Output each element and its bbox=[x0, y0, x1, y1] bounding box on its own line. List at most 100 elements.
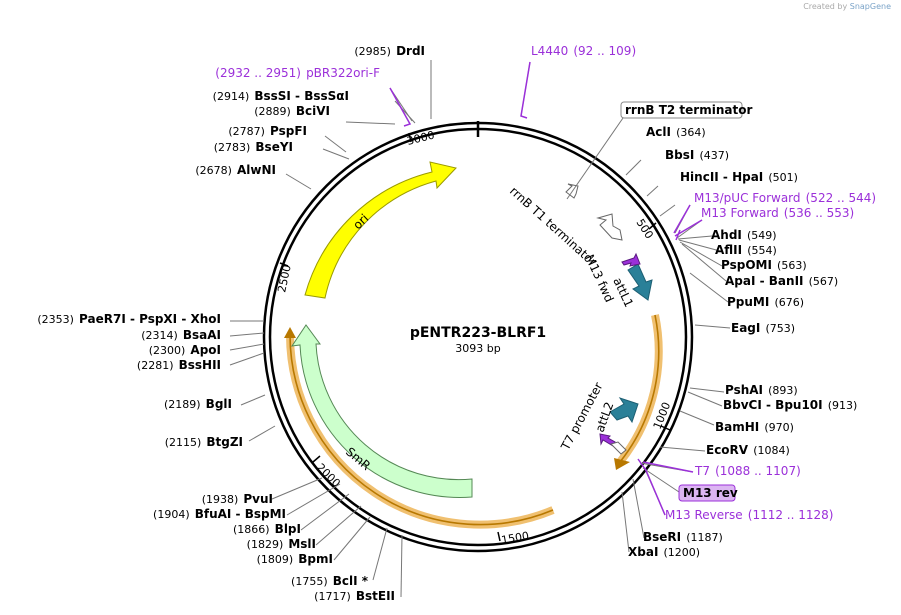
ori-feature bbox=[304, 161, 457, 299]
snapgene-credit: Created by SnapGene bbox=[803, 2, 891, 11]
site-position: (1084) bbox=[753, 444, 790, 457]
site-name: AflII bbox=[715, 243, 742, 257]
site-name: BsaAI bbox=[183, 328, 221, 342]
site-label: M13/pUC Forward (522 .. 544) bbox=[694, 187, 876, 206]
site-label: (2189) BglI bbox=[164, 393, 232, 412]
tick-label-3000: 3000 bbox=[406, 129, 436, 148]
site-label: M13 Forward (536 .. 553) bbox=[701, 202, 854, 221]
site-position: (1088 .. 1107) bbox=[715, 464, 801, 478]
plasmid-length: 3093 bp bbox=[455, 342, 500, 355]
orf-arc-right bbox=[616, 314, 663, 465]
site-name: rrnB T2 terminator bbox=[625, 103, 752, 117]
site-label: (1809) BpmI bbox=[257, 548, 333, 567]
site-name: BfuAI - BspMI bbox=[195, 507, 286, 521]
site-name: BssSI - BssSαI bbox=[254, 89, 349, 103]
site-name: BseYI bbox=[255, 140, 293, 154]
site-label: (2115) BtgZI bbox=[165, 431, 243, 450]
site-position: (1904) bbox=[153, 508, 190, 521]
site-position: (1187) bbox=[686, 531, 723, 544]
site-label: (1904) BfuAI - BspMI bbox=[153, 503, 286, 522]
site-label: M13 rev bbox=[683, 486, 738, 500]
site-label: AflII (554) bbox=[715, 239, 777, 258]
site-name: M13 Forward bbox=[701, 206, 779, 220]
site-label: HincII - HpaI (501) bbox=[680, 166, 798, 185]
site-position: (2932 .. 2951) bbox=[215, 66, 301, 80]
site-name: XbaI bbox=[628, 545, 658, 559]
site-label: BbsI (437) bbox=[665, 144, 729, 163]
rrnbt1-feature bbox=[596, 213, 623, 241]
attl1-feature bbox=[627, 263, 653, 301]
site-position: (2314) bbox=[141, 329, 178, 342]
site-name: EagI bbox=[731, 321, 760, 335]
site-label: (2985) DrdI bbox=[354, 40, 425, 59]
t7prom-outline-arrow bbox=[610, 441, 627, 455]
tick-mark-3000 bbox=[408, 132, 412, 143]
site-label: (2281) BssHII bbox=[137, 354, 221, 373]
site-position: (567) bbox=[809, 275, 839, 288]
m13fwd-feature bbox=[621, 252, 641, 267]
site-name: BseRI bbox=[643, 530, 681, 544]
site-label: (2678) AlwNI bbox=[195, 159, 276, 178]
site-name: BciVI bbox=[296, 104, 330, 118]
site-name: AhdI bbox=[711, 228, 742, 242]
site-label: (1829) MslI bbox=[247, 533, 316, 552]
site-position: (1938) bbox=[202, 493, 239, 506]
site-name: BssHII bbox=[179, 358, 221, 372]
site-name: M13 rev bbox=[683, 486, 738, 500]
site-name: BlpI bbox=[275, 522, 301, 536]
site-position: (1829) bbox=[247, 538, 284, 551]
site-position: (2783) bbox=[214, 141, 251, 154]
site-label: AhdI (549) bbox=[711, 224, 777, 243]
site-label: PspOMI (563) bbox=[721, 254, 807, 273]
site-position: (2985) bbox=[354, 45, 391, 58]
site-name: ApaI - BanII bbox=[725, 274, 804, 288]
site-label: (2314) BsaAI bbox=[141, 324, 221, 343]
site-label: (2300) ApoI bbox=[149, 339, 221, 358]
site-label: BamHI (970) bbox=[715, 416, 794, 435]
site-label: (2787) PspFI bbox=[228, 120, 307, 139]
site-name: PpuMI bbox=[727, 295, 769, 309]
primer-marks bbox=[389, 61, 703, 516]
rrnbt2-label-box bbox=[620, 101, 743, 119]
site-label: (1866) BlpI bbox=[233, 518, 301, 537]
site-position: (2914) bbox=[213, 90, 250, 103]
site-position: (1809) bbox=[257, 553, 294, 566]
site-position: (1112 .. 1128) bbox=[748, 508, 834, 522]
site-name: pBR322ori-F bbox=[306, 66, 380, 80]
site-name: PspOMI bbox=[721, 258, 772, 272]
site-name: MslI bbox=[288, 537, 316, 551]
site-label: M13 Reverse (1112 .. 1128) bbox=[665, 504, 833, 523]
site-label: (1717) BstEII bbox=[314, 585, 395, 604]
site-position: (2281) bbox=[137, 359, 174, 372]
site-position: (2189) bbox=[164, 398, 201, 411]
site-label: (1755) BclI * bbox=[291, 570, 369, 589]
site-label: (2914) BssSI - BssSαI bbox=[213, 85, 349, 104]
credit-prefix: Created by bbox=[803, 2, 848, 11]
site-label: L4440 (92 .. 109) bbox=[531, 40, 636, 59]
attl2-label: attL2 bbox=[593, 400, 617, 434]
orf-arc-right-core bbox=[619, 314, 660, 463]
site-label: (2932 .. 2951) pBR322ori-F bbox=[215, 62, 380, 81]
site-position: (549) bbox=[747, 229, 777, 242]
m13rev-label-box bbox=[678, 484, 736, 502]
site-name: PshAI bbox=[725, 383, 763, 397]
site-label: BbvCI - Bpu10I (913) bbox=[723, 394, 857, 413]
plasmid-name: pENTR223-BLRF1 bbox=[410, 325, 546, 341]
tick-mark-2000 bbox=[312, 455, 321, 463]
tick-label-1500: 1500 bbox=[500, 529, 530, 547]
site-name: PspFI bbox=[270, 124, 307, 138]
site-position: (676) bbox=[774, 296, 804, 309]
site-label: PshAI (893) bbox=[725, 379, 798, 398]
site-position: (2115) bbox=[165, 436, 202, 449]
site-position: (1717) bbox=[314, 590, 351, 603]
site-label: (2783) BseYI bbox=[214, 136, 293, 155]
site-name: EcoRV bbox=[706, 443, 749, 457]
tick-mark-1500 bbox=[497, 531, 501, 542]
site-name: BpmI bbox=[298, 552, 333, 566]
site-name: AlwNI bbox=[237, 163, 276, 177]
site-position: (554) bbox=[747, 244, 777, 257]
tick-mark-2500 bbox=[279, 262, 289, 267]
site-name: DrdI bbox=[396, 44, 425, 58]
site-name: T7 bbox=[694, 464, 710, 478]
